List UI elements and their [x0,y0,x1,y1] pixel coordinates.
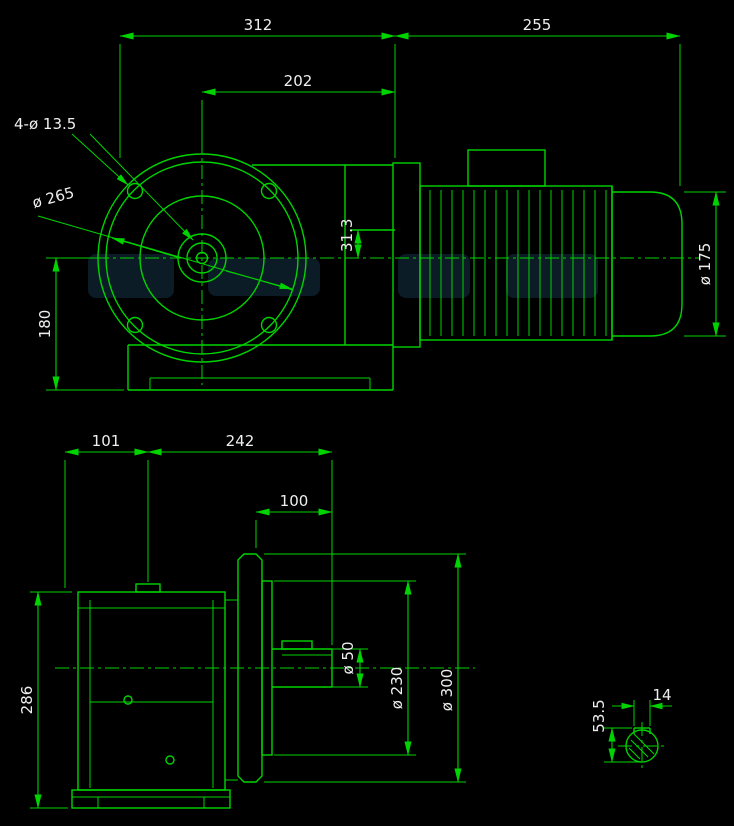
hub-circle [177,233,227,283]
dim-100: 100 [280,492,309,510]
shaft-key [281,640,313,650]
dim-255: 255 [523,16,552,34]
dim-flange-diameter: ø 300 [438,669,456,712]
flange-rim-circle [105,161,299,355]
dim-312: 312 [244,16,273,34]
top-boss [135,583,161,593]
oil-plug [123,695,133,705]
motor-fins [429,190,607,336]
dim-bolt-circle: ø 265 [30,183,76,211]
dim-242: 242 [226,432,255,450]
dim-shaft-diameter: ø 50 [339,641,357,674]
dim-spigot-diameter: ø 230 [388,667,406,710]
side-view-geometry [55,553,475,809]
dim-31-3: 31.3 [338,219,356,252]
flange-face-circle [139,195,265,321]
dim-key-height: 53.5 [590,699,608,732]
drain-plug [165,755,175,765]
front-view-dimensions: 312 255 202 4-ø 13.5 ø 265 31.3 ø 175 18… [14,16,726,391]
key-section-dimensions: 14 53.5 [590,686,672,763]
bolt-hole [126,316,144,334]
key-section-geometry [618,722,666,772]
dim-motor-diameter: ø 175 [696,243,714,286]
dim-key-width: 14 [652,686,671,704]
bolt-hole [126,182,144,200]
housing-body [77,591,226,791]
label-bolt-holes: 4-ø 13.5 [14,115,76,133]
dim-total-height: 286 [18,686,36,715]
hub-inner-circle [186,242,218,274]
bolt-hole [260,182,278,200]
terminal-box [467,149,546,187]
dim-101: 101 [92,432,121,450]
dim-base-height: 180 [36,310,54,339]
bolt-hole [260,316,278,334]
flange-spigot [261,580,273,756]
flange-outer-circle [97,153,307,363]
bolt-hole-leader [71,133,129,186]
side-view-dimensions: 101 242 100 286 ø 50 ø 230 ø 300 [18,432,466,809]
dim-202: 202 [284,72,313,90]
watermark [88,254,598,298]
housing-base [71,789,231,809]
motor-end-cap [612,191,683,337]
output-flange [237,553,263,783]
front-view-geometry [95,140,700,391]
bolt-hole-leader-2 [89,133,194,241]
